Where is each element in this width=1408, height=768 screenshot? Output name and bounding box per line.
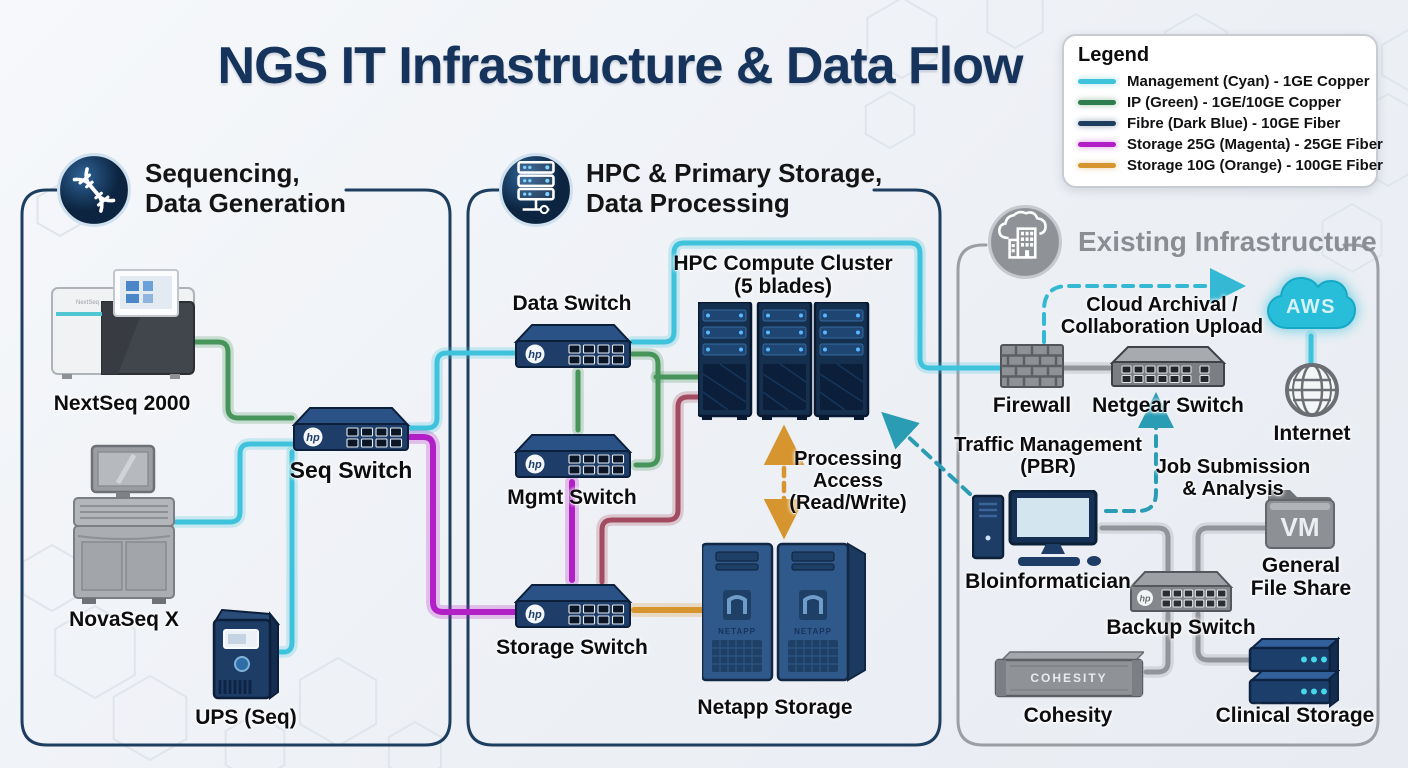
- flow-label-traffic-management: Traffic Management(PBR): [954, 434, 1142, 478]
- svg-text:hp: hp: [528, 459, 542, 471]
- label-ups-seq: UPS (Seq): [195, 706, 297, 729]
- page-title: NGS IT Infrastructure & Data Flow: [217, 37, 1024, 95]
- cohesity-icon: COHESITY: [994, 650, 1144, 700]
- bioinformatician-icon: [972, 490, 1104, 568]
- novaseq-x-icon: [72, 444, 176, 606]
- storage-switch-icon: hp: [512, 582, 634, 630]
- flow-label-job-submission: Job Submission& Analysis: [1155, 456, 1311, 500]
- svg-text:AWS: AWS: [1286, 296, 1336, 318]
- svg-text:NETAPP: NETAPP: [794, 627, 832, 636]
- label-netapp-storage: Netapp Storage: [697, 696, 853, 719]
- svg-text:hp: hp: [306, 432, 320, 444]
- node-nextseq-2000: NextSeq: [48, 262, 198, 387]
- legend-item: Storage 10G (Orange) - 100GE Fiber: [1078, 155, 1383, 176]
- node-firewall: [1000, 344, 1064, 388]
- legend-box: Legend Management (Cyan) - 1GE Copper IP …: [1062, 34, 1383, 188]
- legend-line-swatch-icon: [1078, 79, 1116, 84]
- internet-icon: [1284, 362, 1340, 418]
- node-novaseq-x: [72, 444, 176, 606]
- edge-dataswitch-to-mgmtswitch-right: [629, 351, 661, 468]
- svg-text:hp: hp: [528, 609, 542, 621]
- node-cohesity: COHESITY: [994, 650, 1144, 700]
- dna-icon: [56, 152, 132, 233]
- svg-text:COHESITY: COHESITY: [1030, 671, 1107, 685]
- node-data-switch: hp: [512, 322, 634, 370]
- cloud-building-icon: [987, 204, 1063, 285]
- clinical-storage-icon: [1248, 636, 1340, 712]
- legend-line-swatch-icon: [1078, 121, 1116, 126]
- label-novaseq-x: NovaSeq X: [69, 608, 179, 631]
- seq-switch-icon: hp: [290, 405, 412, 453]
- label-hpc-compute-cluster: HPC Compute Cluster(5 blades): [673, 252, 893, 299]
- edge-seqswitch-to-dataswitch: [407, 350, 519, 431]
- node-storage-switch: hp: [512, 582, 634, 630]
- section-title-existing: Existing Infrastructure: [1078, 226, 1377, 257]
- label-seq-switch: Seq Switch: [289, 457, 413, 483]
- server-icon: [498, 152, 574, 233]
- firewall-icon: [1000, 344, 1064, 388]
- flow-label-cloud-archival: Cloud Archival /Collaboration Upload: [1060, 294, 1264, 338]
- data-switch-icon: hp: [512, 322, 634, 370]
- label-netgear-switch: Netgear Switch: [1092, 394, 1244, 417]
- edge-novaseq-to-seqswitch: [173, 441, 295, 525]
- legend-item: IP (Green) - 1GE/10GE Copper: [1078, 92, 1364, 113]
- node-general-file-share: VM: [1264, 486, 1336, 550]
- edge-seqswitch-to-storageswitch: [407, 434, 519, 615]
- legend-item-label: Fibre (Dark Blue) - 10GE Fiber: [1127, 115, 1341, 132]
- legend-line-swatch-icon: [1078, 100, 1116, 105]
- node-seq-switch: hp: [290, 405, 412, 453]
- label-cohesity: Cohesity: [1023, 704, 1113, 727]
- label-data-switch: Data Switch: [512, 292, 632, 315]
- legend-item-label: Storage 25G (Magenta) - 25GE Fiber: [1127, 136, 1383, 153]
- edge-nextseq-to-seqswitch: [191, 339, 295, 421]
- general-file-share-icon: VM: [1264, 486, 1336, 550]
- legend-item-label: IP (Green) - 1GE/10GE Copper: [1127, 94, 1341, 111]
- netgear-switch-icon: [1110, 345, 1226, 389]
- legend-item: Management (Cyan) - 1GE Copper: [1078, 71, 1370, 92]
- edge-bio-to-backupswitch: [1099, 525, 1171, 575]
- label-internet: Internet: [1273, 422, 1351, 445]
- label-firewall: Firewall: [992, 394, 1072, 417]
- node-netgear-switch: [1110, 345, 1226, 389]
- node-backup-switch: hp: [1128, 570, 1234, 614]
- legend-line-swatch-icon: [1078, 163, 1116, 168]
- node-aws-cloud: AWS: [1264, 270, 1358, 338]
- hpc-compute-cluster-icon: [698, 302, 870, 422]
- svg-text:VM: VM: [1281, 512, 1320, 542]
- legend-line-swatch-icon: [1078, 142, 1116, 147]
- node-mgmt-switch: hp: [512, 432, 634, 480]
- legend-item: Storage 25G (Magenta) - 25GE Fiber: [1078, 134, 1383, 155]
- node-clinical-storage: [1248, 636, 1340, 712]
- svg-text:NETAPP: NETAPP: [718, 627, 756, 636]
- node-ups-seq: [208, 608, 282, 702]
- svg-text:hp: hp: [528, 349, 542, 361]
- aws-cloud-icon: AWS: [1264, 270, 1358, 338]
- label-clinical-storage: Clinical Storage: [1215, 704, 1375, 727]
- backup-switch-icon: hp: [1128, 570, 1234, 614]
- legend-rows: Management (Cyan) - 1GE Copper IP (Green)…: [1078, 71, 1383, 176]
- label-nextseq-2000: NextSeq 2000: [53, 392, 191, 415]
- node-bioinformatician: [972, 490, 1104, 568]
- ups-seq-icon: [208, 608, 282, 702]
- svg-text:NextSeq: NextSeq: [76, 300, 99, 306]
- svg-text:hp: hp: [1140, 594, 1151, 604]
- node-hpc-compute-cluster: [698, 302, 870, 422]
- label-bioinformatician: Bloinformatician: [965, 570, 1131, 593]
- section-title-sequencing: Sequencing,Data Generation: [145, 158, 346, 219]
- section-title-hpc-storage: HPC & Primary Storage,Data Processing: [586, 158, 883, 219]
- legend-item-label: Storage 10G (Orange) - 100GE Fiber: [1127, 157, 1383, 174]
- nextseq-2000-icon: NextSeq: [48, 262, 198, 387]
- node-internet: [1284, 362, 1340, 418]
- node-netapp-storage: NETAPP NETAPP: [702, 538, 867, 688]
- label-storage-switch: Storage Switch: [496, 636, 648, 659]
- legend-item: Fibre (Dark Blue) - 10GE Fiber: [1078, 113, 1364, 134]
- mgmt-switch-icon: hp: [512, 432, 634, 480]
- netapp-storage-icon: NETAPP NETAPP: [702, 538, 867, 688]
- label-backup-switch: Backup Switch: [1106, 616, 1256, 639]
- label-mgmt-switch: Mgmt Switch: [507, 486, 637, 509]
- legend-title: Legend: [1078, 44, 1150, 66]
- legend-item-label: Management (Cyan) - 1GE Copper: [1127, 73, 1370, 90]
